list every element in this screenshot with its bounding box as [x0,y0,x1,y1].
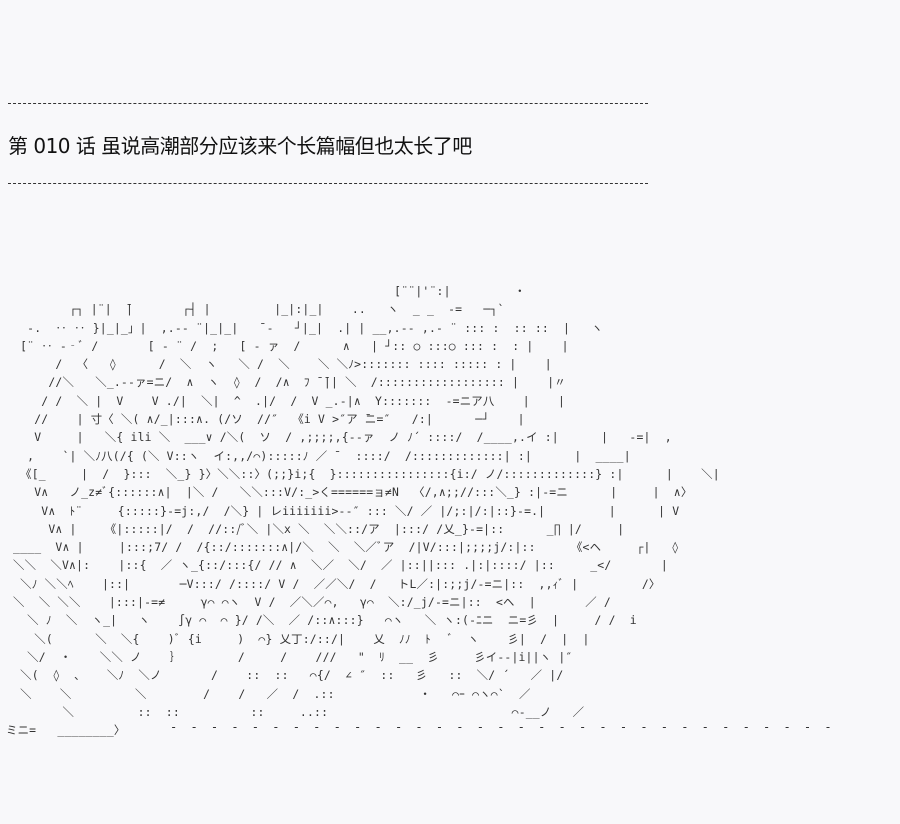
ascii-art-line: , `| ＼ﾉ八(/{ (＼ V::ヽ イ:,,/⌒):::::ﾉ ／ ̄ ::… [6,448,631,463]
ascii-art-line: ＼/ ・ ＼＼ ノ ｝ / / /// " ﾘ __ 彡 彡イ-‐|i||ヽ |… [6,649,573,664]
divider-top [8,103,648,104]
ascii-art-line: -. ‥ ‥ }|_|_」| ,.-‐ ¨|_|_| ̄ ‐ ┘|_| .| |… [6,320,603,335]
ascii-art: [¨¨|'¨:| ・ ┌┐ |¨| ̄| ┌┤ | |_|:|_| .. ヽ _… [6,282,720,739]
ascii-art-line: / / ＼ | V V ./| ＼| ^ .|/ / V _.-|∧ Y::::… [6,393,566,408]
ascii-art-line: ＼ :: :: :: ..:: ⌒‐__ノ ／ [6,704,585,719]
ascii-art-line: ミニ= ________〉 [6,723,126,738]
ascii-art-line: V∧ | 《|:::::|/ / //::/ﾞ＼ |＼x ＼ ＼＼::/ア |:… [6,521,625,536]
ascii-art-line: V∧ ノ_z≠ﾞ{::::::∧| |＼ / ＼＼:::V/:_>く======… [6,485,693,500]
chapter-title: 第 010 话 虽说高潮部分应该来个长篇幅但也太长了吧 [8,134,472,158]
ascii-art-line: / 〈 ◊ / ＼ ヽ ＼ / ＼ ＼ ＼ﾉ>::::::: :::: ::::… [6,357,552,372]
ascii-art-line: ＼ ﾉ ＼ ヽ_| ヽ ∫γ ⌒ ⌒ }/ /＼ ／ /::∧:::} ⌒ヽ ＼… [6,613,637,628]
ascii-art-line: [¨¨|'¨:| ・ [6,284,526,298]
ascii-art-line: ＼＼ ＼V∧|: |::{ ／ ヽ_{::/:::{/ // ∧ ＼／ ＼/ ／… [6,558,668,573]
ascii-art-line: [¨ ‥ -‐ﾞ / [ - ¨ / ; [ - ァ / ∧ | ┘:: ○ :… [6,338,569,353]
divider-bottom [8,183,648,184]
ascii-art-line: ＼ ＼ ＼＼ |:::|-=≠ γ⌒ ⌒ヽ V / ／＼／⌒, γ⌒ ＼:/_j… [6,595,611,610]
ascii-art-line: ____ V∧ | |:::;7/ / /{::/:::::::∧|/＼ ＼ ＼… [6,540,679,555]
ascii-art-line: //＼ ＼_.-‐ァ=ニ/ ∧ ヽ ◊ / /∧ ﾌ ̄ ̄|| ＼ /::::… [6,375,566,390]
ascii-art-line: ＼ﾉ ＼＼ﾍ |::| ─V:::/ /::::/ V / ／／＼/ / トL／… [6,576,661,591]
ascii-art-line: V∧ ﾄ¨ {:::::}-=j:,/ /＼} | レiiiiiii>-‐″ :… [6,503,680,518]
art-footer-dashes: - - - - - - - - - - - - - - - - - - - - … [170,720,835,734]
ascii-art-line: ＼( ◊ 、 ＼ﾉ ＼ノ / :: :: ⌒{/ ∠ ″ :: 彡 :: ＼/ … [6,668,564,683]
ascii-art-line: ┌┐ |¨| ̄| ┌┤ | |_|:|_| .. ヽ _ _ -= ─┐` [6,302,505,317]
ascii-art-line: 《[_ | / }::: ＼_} }〉＼＼::〉(;;}i;{ }:::::::… [6,466,720,481]
ascii-art-line: ＼ ＼ ＼ / / ／ / .:: ・ ⌒ｰ ⌒ヽ⌒` ／ [6,686,531,701]
ascii-art-line: V | ＼{ ili ＼ ___∨ /＼( ソ / ,;;;;,{-‐ァ ノ ﾉ… [6,430,672,445]
ascii-art-line: // | 寸〈 ＼( ∧/_|:::∧. (/ソ //″ 《i V >″ア ̄ニ… [6,412,525,427]
ascii-art-line: ＼( ＼ ＼{ )ﾞ {i ) ⌒} 乂丁:/::/| 乂 ﾉﾉ ﾄ ﾞ ヽ 彡… [6,631,590,646]
